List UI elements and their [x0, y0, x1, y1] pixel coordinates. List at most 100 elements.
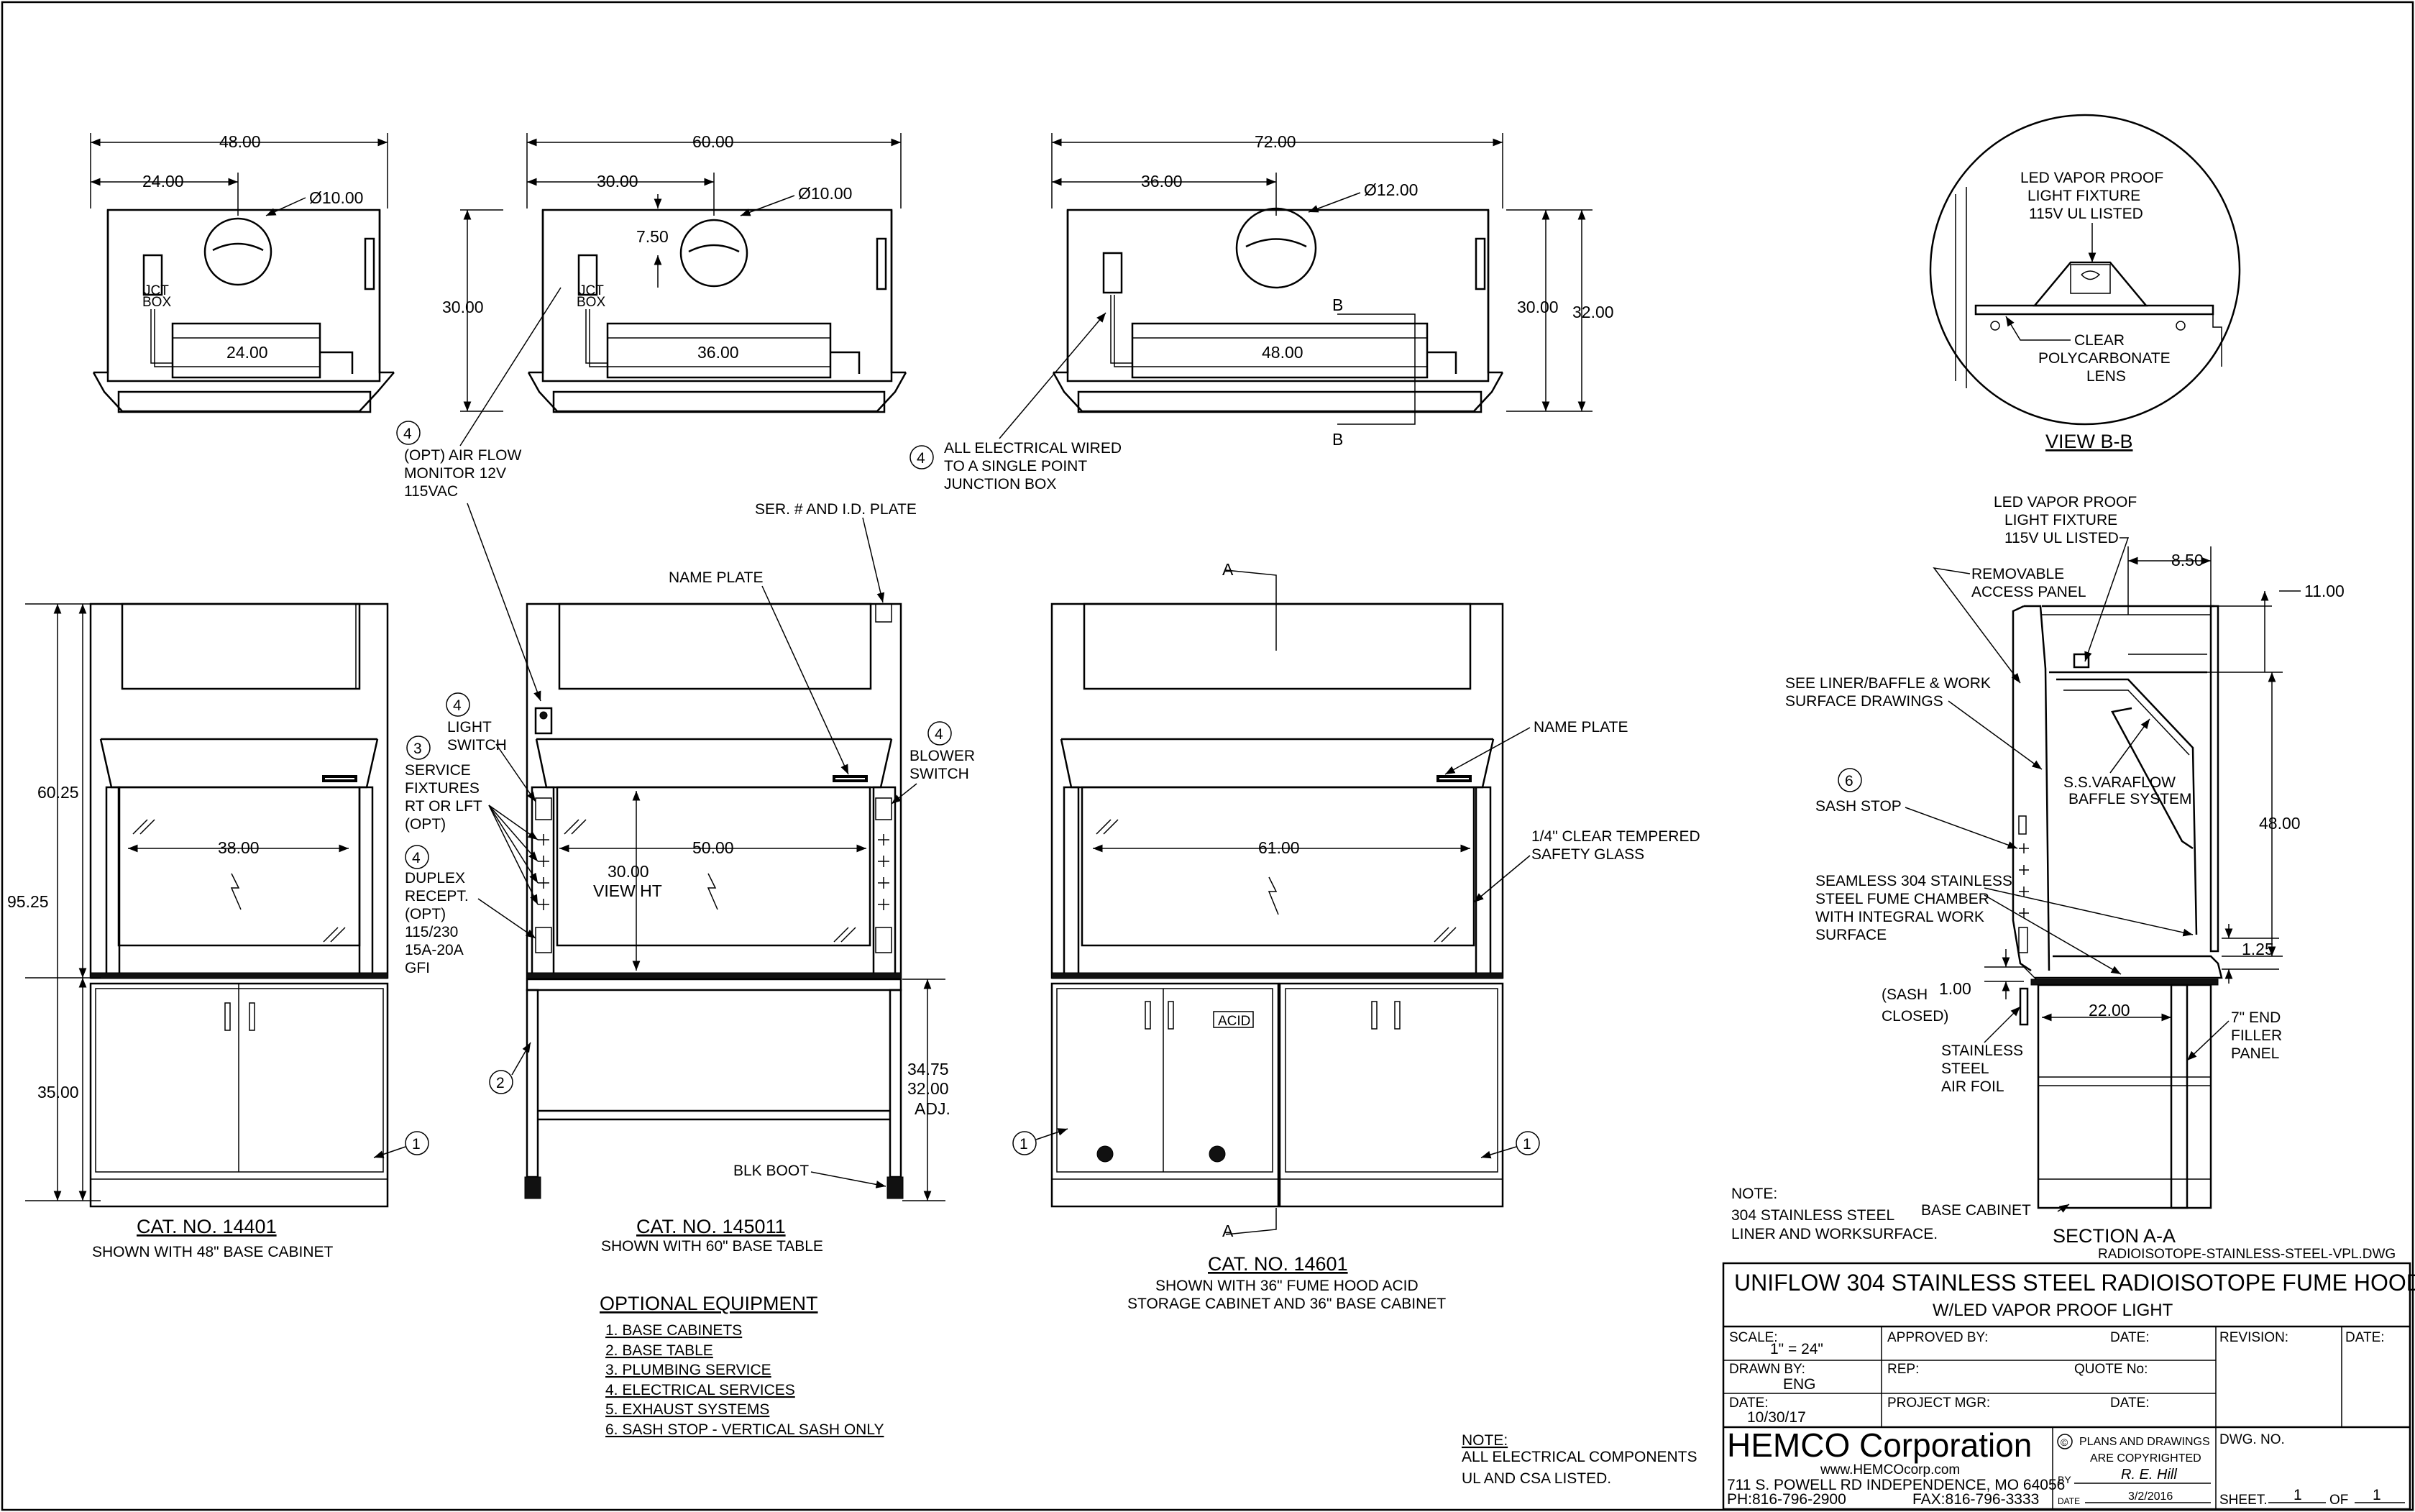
svg-text:ALL ELECTRICAL COMPONENTS: ALL ELECTRICAL COMPONENTS [1462, 1449, 1697, 1465]
section-a-bottom: A [1222, 1222, 1234, 1240]
svg-text:SAFETY GLASS: SAFETY GLASS [1531, 846, 1644, 863]
acid-label: ACID [1218, 1014, 1250, 1029]
svg-text:DATE:: DATE: [2110, 1330, 2150, 1345]
svg-text:DWG. NO.: DWG. NO. [2219, 1432, 2285, 1447]
svg-text:SCALE:: SCALE: [1729, 1330, 1778, 1345]
svg-text:PROJECT MGR:: PROJECT MGR: [1887, 1396, 1990, 1411]
svg-text:PLANS AND DRAWINGS: PLANS AND DRAWINGS [2079, 1436, 2210, 1448]
scale-value: 1" = 24" [1770, 1341, 1823, 1357]
svg-text:115V UL LISTED: 115V UL LISTED [2004, 530, 2119, 546]
dim-95-25: 95.25 [7, 892, 49, 911]
front-view-48: 38.00 95.25 60.25 35.00 1 CAT. NO. 14401… [7, 602, 429, 1260]
svg-text:REP:: REP: [1887, 1362, 1919, 1377]
callout-air-flow: 4 (OPT) AIR FLOW MONITOR 12V 115VAC [396, 287, 562, 702]
svg-text:1/4" CLEAR TEMPERED: 1/4" CLEAR TEMPERED [1531, 828, 1700, 845]
front-view-60: 50.00 30.00 VIEW HT [489, 602, 950, 1255]
svg-text:SERVICE: SERVICE [405, 762, 471, 779]
cat-14401: CAT. NO. 14401 [137, 1216, 277, 1237]
svg-text:STEEL FUME CHAMBER: STEEL FUME CHAMBER [1815, 891, 1989, 907]
svg-text:STORAGE CABINET AND 36" BASE C: STORAGE CABINET AND 36" BASE CABINET [1127, 1296, 1446, 1312]
svg-text:BAFFLE SYSTEM: BAFFLE SYSTEM [2068, 791, 2192, 807]
ser-plate-label: SER. # AND I.D. PLATE [755, 501, 917, 518]
section-a-a: LED VAPOR PROOF LIGHT FIXTURE 115V UL LI… [1731, 494, 2345, 1247]
svg-text:1: 1 [2373, 1487, 2381, 1503]
svg-text:DATE:: DATE: [2345, 1330, 2385, 1345]
dim-dia12: Ø12.00 [1364, 180, 1418, 199]
base-cabinet-label: BASE CABINET [1921, 1202, 2031, 1219]
svg-text:STAINLESS: STAINLESS [1941, 1043, 2023, 1059]
dim-61: 61.00 [1258, 838, 1300, 857]
svg-text:JCT: JCT [144, 283, 169, 298]
svg-text:TO A SINGLE POINT: TO A SINGLE POINT [944, 458, 1087, 475]
svg-text:3: 3 [413, 741, 422, 757]
dwg-filename: RADIOISOTOPE-STAINLESS-STEEL-VPL.DWG [2098, 1247, 2396, 1262]
svg-text:STEEL: STEEL [1941, 1060, 1989, 1077]
cat-145011: CAT. NO. 145011 [636, 1216, 786, 1237]
desc-60: SHOWN WITH 60" BASE TABLE [601, 1238, 823, 1255]
svg-text:2: 2 [496, 1075, 505, 1091]
dim-11: 11.00 [2304, 582, 2345, 600]
optional-title: OPTIONAL EQUIPMENT [600, 1293, 818, 1314]
svg-text:115/230: 115/230 [405, 924, 458, 940]
svg-text:WITH INTEGRAL WORK: WITH INTEGRAL WORK [1815, 909, 1984, 925]
svg-text:LED VAPOR PROOF: LED VAPOR PROOF [2020, 170, 2163, 186]
front-view-72: 61.00 ACID A A 1 1 NAME PLATE 1/4" CLEAR… [1012, 560, 1700, 1312]
sig-date: 3/2/2016 [2128, 1490, 2173, 1503]
dim-24: 24.00 [142, 172, 184, 191]
electrical-note: NOTE: ALL ELECTRICAL COMPONENTS UL AND C… [1462, 1432, 1697, 1487]
svg-text:S.S.VARAFLOW: S.S.VARAFLOW [2063, 774, 2176, 791]
svg-text:6. SASH STOP - VERTICAL SASH O: 6. SASH STOP - VERTICAL SASH ONLY [605, 1421, 884, 1438]
section-b-top: B [1332, 295, 1343, 314]
dim-dia10: Ø10.00 [309, 188, 363, 207]
svg-text:4: 4 [917, 450, 925, 467]
view-ht-label: VIEW HT [593, 881, 662, 900]
svg-text:4: 4 [935, 726, 943, 743]
svg-text:LINER AND WORKSURFACE.: LINER AND WORKSURFACE. [1731, 1226, 1938, 1242]
svg-text:1: 1 [1019, 1136, 1028, 1153]
svg-text:ACCESS PANEL: ACCESS PANEL [1971, 584, 2086, 600]
view-ht-value: 30.00 [608, 862, 649, 881]
top-view-48: 48.00 24.00 Ø10.00 24.00 JCT BOX [90, 132, 395, 413]
svg-text:304 STAINLESS STEEL: 304 STAINLESS STEEL [1731, 1207, 1894, 1224]
sash-stop-label: SASH STOP [1815, 798, 1902, 815]
svg-text:OF: OF [2329, 1493, 2348, 1508]
svg-text:(SASH: (SASH [1882, 986, 1928, 1003]
dim-48: 48.00 [219, 132, 261, 151]
dim-48-section: 48.00 [2259, 814, 2301, 833]
svg-text:4: 4 [412, 850, 421, 866]
svg-text:4. ELECTRICAL SERVICES: 4. ELECTRICAL SERVICES [605, 1382, 795, 1398]
section-b-bottom: B [1332, 430, 1343, 449]
dim-72: 72.00 [1255, 132, 1296, 151]
svg-text:LIGHT FIXTURE: LIGHT FIXTURE [2004, 512, 2117, 528]
svg-text:1: 1 [412, 1136, 421, 1153]
svg-text:3. PLUMBING SERVICE: 3. PLUMBING SERVICE [605, 1362, 771, 1378]
svg-text:REMOVABLE: REMOVABLE [1971, 566, 2064, 582]
svg-text:JCT: JCT [579, 283, 604, 298]
drawing-subtitle: W/LED VAPOR PROOF LIGHT [1933, 1301, 2173, 1320]
svg-text:6: 6 [1845, 773, 1853, 789]
dim-30: 30.00 [597, 172, 638, 191]
svg-text:FAX:816-796-3333: FAX:816-796-3333 [1912, 1491, 2039, 1508]
svg-text:AIR FOIL: AIR FOIL [1941, 1078, 2004, 1095]
svg-text:PANEL: PANEL [2231, 1045, 2279, 1062]
svg-text:PH:816-796-2900: PH:816-796-2900 [1727, 1491, 1846, 1508]
svg-text:NOTE:: NOTE: [1462, 1432, 1508, 1449]
svg-text:(OPT): (OPT) [405, 906, 446, 922]
svg-text:ARE COPYRIGHTED: ARE COPYRIGHTED [2090, 1452, 2201, 1465]
svg-text:4: 4 [453, 697, 462, 714]
svg-text:1: 1 [2293, 1487, 2302, 1503]
dim-35: 35.00 [37, 1083, 79, 1101]
dim-750: 7.50 [636, 227, 669, 246]
company-name: HEMCO Corporation [1727, 1426, 2032, 1464]
svg-text:©: © [2061, 1437, 2068, 1448]
dim-32-00: 32.00 [907, 1079, 949, 1098]
name-plate-72: NAME PLATE [1534, 719, 1628, 736]
svg-text:ALL ELECTRICAL WIRED: ALL ELECTRICAL WIRED [944, 440, 1122, 457]
dim-dia10-60: Ø10.00 [798, 184, 852, 203]
top-view-60: 60.00 30.00 Ø10.00 7.50 36.00 JCT BOX 30… [442, 132, 907, 413]
top-view-72: 72.00 36.00 Ø12.00 48.00 B B 30.00 32.00 [1051, 132, 1614, 449]
svg-text:4: 4 [403, 426, 412, 442]
dim-36: 36.00 [1141, 172, 1183, 191]
section-aa-title: SECTION A-A [2053, 1225, 2176, 1247]
